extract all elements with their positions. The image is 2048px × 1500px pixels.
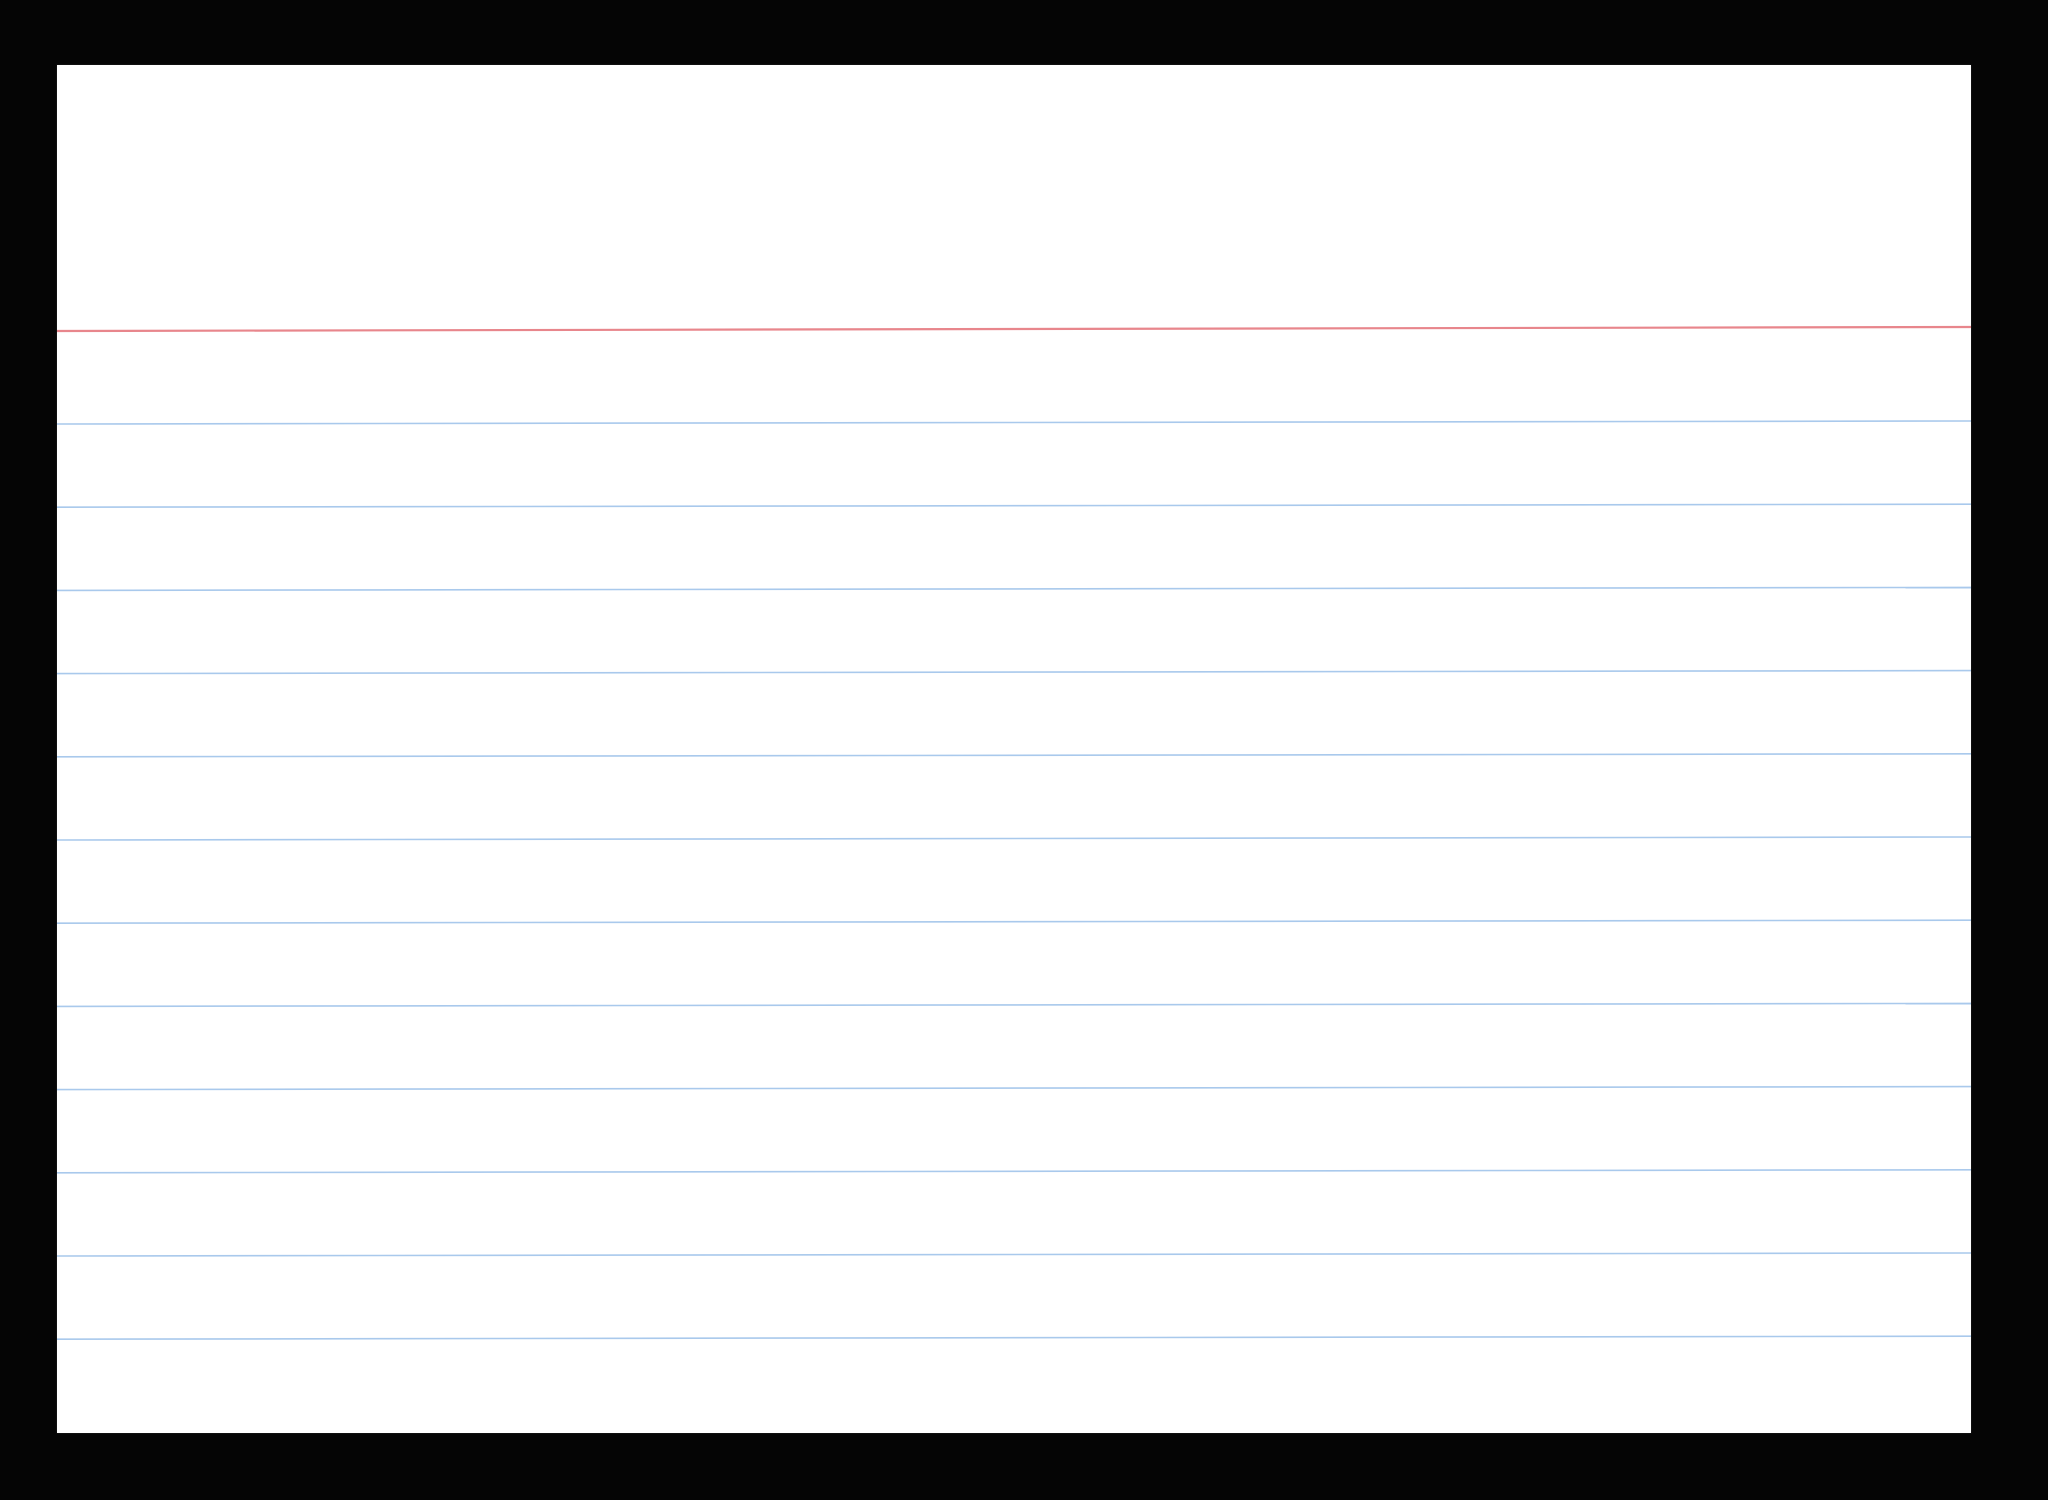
body-rule-blue: [57, 836, 1971, 841]
body-rule-blue: [57, 919, 1971, 925]
body-rule-blue: [57, 503, 1971, 509]
index-card: [57, 65, 1971, 1433]
body-rule-blue: [57, 1085, 1971, 1091]
body-rule-blue: [57, 1002, 1971, 1008]
body-rule-blue: [57, 669, 1971, 675]
body-rule-blue: [57, 752, 1971, 758]
body-rule-blue: [57, 420, 1971, 425]
body-rule-blue: [57, 586, 1971, 592]
header-rule-red: [57, 325, 1971, 333]
body-rule-blue: [57, 1252, 1971, 1257]
card-ruling: [57, 325, 1971, 1340]
body-rule-blue: [57, 1335, 1971, 1340]
body-rule-blue: [57, 1169, 1971, 1174]
